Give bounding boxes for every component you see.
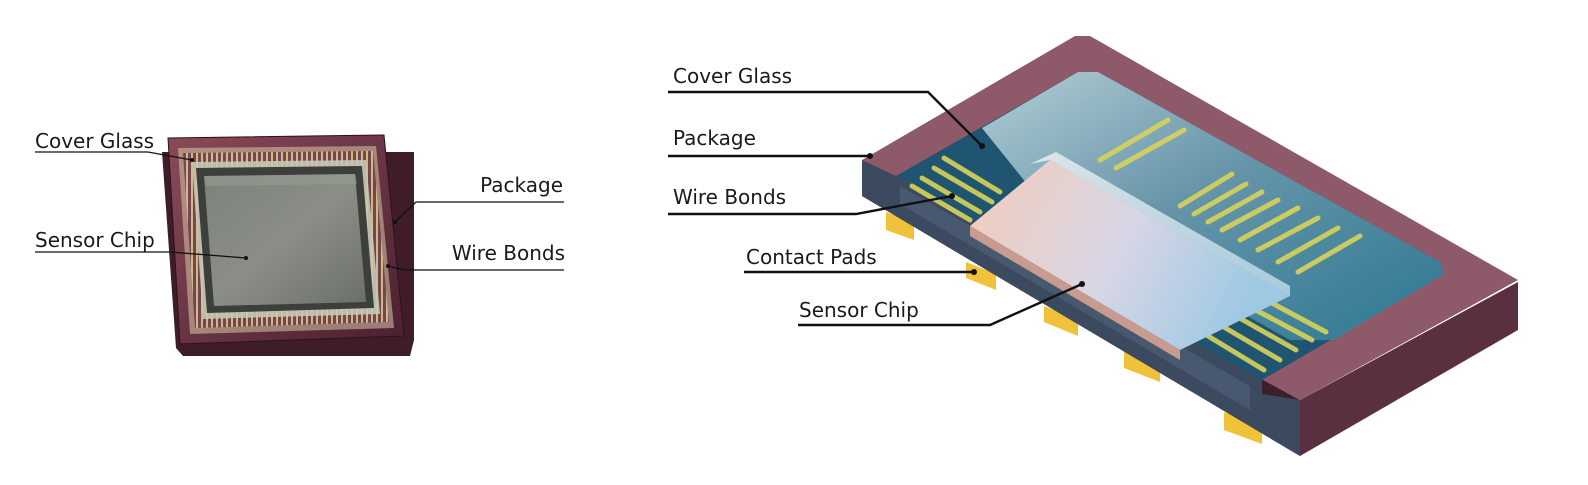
right-contact-pads [886, 212, 1262, 444]
right-label-package: Package [673, 126, 756, 150]
left-label-package: Package [480, 173, 563, 197]
right-sensor-chip [970, 160, 1290, 350]
left-label-sensor-chip: Sensor Chip [35, 228, 155, 252]
right-cover-glass [982, 72, 1444, 340]
left-label-cover-glass: Cover Glass [35, 129, 154, 153]
right-wire-bonds [909, 117, 1363, 373]
left-label-wire-bonds: Wire Bonds [452, 241, 565, 265]
right-leaders [668, 90, 1085, 327]
right-label-wire-bonds: Wire Bonds [673, 185, 786, 209]
left-sensor-chip [204, 174, 366, 306]
right-label-contact-pads: Contact Pads [746, 245, 877, 269]
right-label-sensor-chip: Sensor Chip [799, 298, 919, 322]
left-leaders [35, 151, 564, 271]
right-package-right-side [1300, 282, 1518, 456]
left-sensor-illustration [162, 134, 414, 356]
right-package-cutaway [862, 36, 1518, 456]
right-label-cover-glass: Cover Glass [673, 64, 792, 88]
